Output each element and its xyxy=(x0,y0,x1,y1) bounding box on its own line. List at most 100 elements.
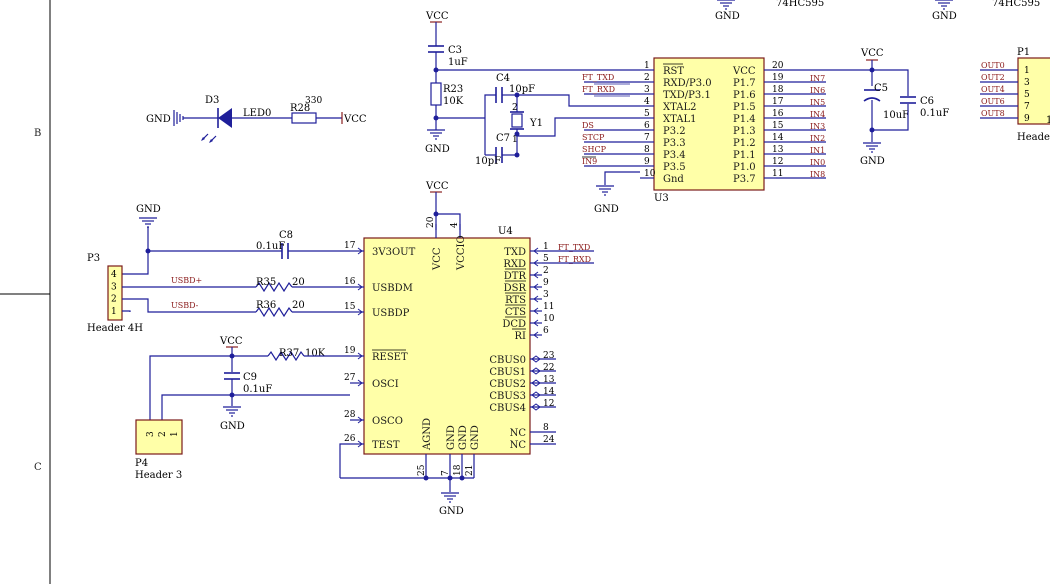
svg-text:1uF: 1uF xyxy=(448,57,468,68)
svg-text:10pF: 10pF xyxy=(509,84,535,95)
svg-text:VCC: VCC xyxy=(425,181,449,192)
svg-text:24: 24 xyxy=(543,435,555,445)
svg-text:10K: 10K xyxy=(305,348,326,359)
svg-text:OUT8: OUT8 xyxy=(981,109,1005,118)
svg-text:USBDM: USBDM xyxy=(372,283,413,294)
svg-text:11: 11 xyxy=(772,169,783,179)
svg-text:P1.2: P1.2 xyxy=(733,138,756,149)
svg-text:2: 2 xyxy=(111,295,117,305)
vcc-c5: VCC xyxy=(860,48,884,61)
svg-text:D3: D3 xyxy=(205,95,219,106)
svg-text:12: 12 xyxy=(543,399,554,409)
gnd-u4: GND xyxy=(439,492,464,517)
svg-text:P1.3: P1.3 xyxy=(733,126,756,137)
svg-text:OUT0: OUT0 xyxy=(981,61,1005,70)
svg-text:8: 8 xyxy=(543,423,549,433)
svg-text:5: 5 xyxy=(543,254,549,264)
resistor-r28: R28 330 xyxy=(290,96,322,124)
svg-text:P3.7: P3.7 xyxy=(733,174,756,185)
svg-text:P4: P4 xyxy=(135,458,148,469)
svg-text:CBUS0: CBUS0 xyxy=(489,355,526,366)
svg-text:9: 9 xyxy=(543,278,549,288)
svg-text:P1.7: P1.7 xyxy=(733,78,756,89)
svg-text:P3.4: P3.4 xyxy=(663,150,686,161)
u4-net-ft_rxd: FT_RXD xyxy=(558,255,591,264)
svg-text:P1.4: P1.4 xyxy=(733,114,756,125)
svg-text:3: 3 xyxy=(644,85,650,95)
svg-text:P3.5: P3.5 xyxy=(663,162,686,173)
vcc-u4: VCC xyxy=(425,181,449,193)
svg-text:OSCO: OSCO xyxy=(372,416,403,427)
svg-text:20: 20 xyxy=(292,300,305,311)
chip-label-1: 74HC595 xyxy=(776,0,824,9)
svg-text:VCC: VCC xyxy=(732,66,756,77)
svg-text:1: 1 xyxy=(111,307,117,317)
svg-text:C5: C5 xyxy=(874,83,888,94)
svg-text:20: 20 xyxy=(292,277,305,288)
svg-text:GND: GND xyxy=(594,204,619,215)
svg-text:4: 4 xyxy=(111,270,117,280)
top-gnd-right: GND xyxy=(932,0,957,22)
u3-net-7: STCP xyxy=(582,133,605,142)
svg-text:RESET: RESET xyxy=(372,352,408,363)
svg-text:13: 13 xyxy=(772,145,784,155)
svg-text:R35: R35 xyxy=(256,277,276,288)
u3-net-3: FT_RXD xyxy=(582,85,615,94)
svg-text:R36: R36 xyxy=(256,300,276,311)
svg-text:6: 6 xyxy=(543,326,549,336)
svg-text:10K: 10K xyxy=(443,96,464,107)
svg-text:USBDP: USBDP xyxy=(372,308,410,319)
svg-text:U3: U3 xyxy=(654,193,669,204)
svg-text:28: 28 xyxy=(344,410,356,420)
svg-text:CBUS4: CBUS4 xyxy=(489,403,526,414)
svg-text:15: 15 xyxy=(772,121,784,131)
svg-text:RST: RST xyxy=(663,66,684,77)
svg-text:3: 3 xyxy=(146,431,156,437)
u3-net-in5: IN5 xyxy=(810,98,825,107)
svg-text:2: 2 xyxy=(644,73,650,83)
vcc-c3: VCC xyxy=(425,11,449,23)
svg-text:1: 1 xyxy=(644,61,650,71)
svg-text:27: 27 xyxy=(344,373,356,383)
p4-pin-2: 2 xyxy=(158,431,168,437)
net-usbd-plus: USBD+ xyxy=(171,276,202,285)
svg-text:P1: P1 xyxy=(1017,47,1030,58)
svg-text:9: 9 xyxy=(1024,114,1030,124)
svg-text:8: 8 xyxy=(644,145,650,155)
resistor-r36: R36 20 xyxy=(255,300,305,318)
resistor-r37: R37 10K xyxy=(267,348,326,362)
capacitor-c4: C4 10pF xyxy=(495,73,535,103)
svg-text:RXD/P3.0: RXD/P3.0 xyxy=(663,78,712,89)
u3-net-in3: IN3 xyxy=(810,122,825,131)
resistor-r23: R23 10K xyxy=(430,82,464,107)
svg-text:C3: C3 xyxy=(448,45,462,56)
p4-pin-1: 1 xyxy=(170,431,180,437)
svg-text:P1.1: P1.1 xyxy=(733,150,756,161)
vcc-c9: VCC xyxy=(219,336,243,348)
svg-text:2: 2 xyxy=(158,431,168,437)
resistor-r35: R35 20 xyxy=(255,277,305,293)
svg-text:DCD: DCD xyxy=(502,319,526,330)
